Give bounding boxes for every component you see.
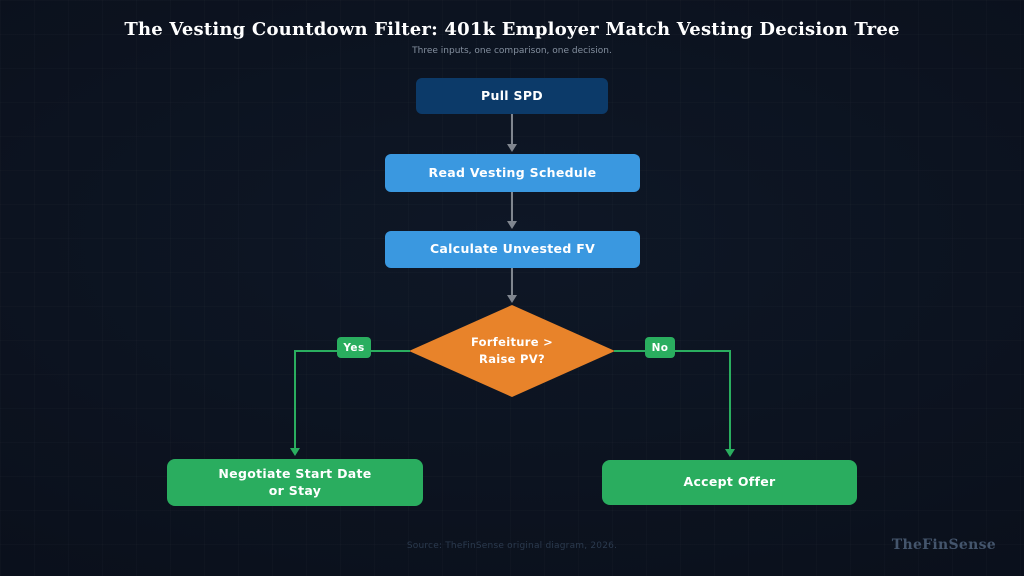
flow-node-calculate-unvested-fv-label: Calculate Unvested FV xyxy=(429,241,596,257)
decision-label-line1: Forfeiture > xyxy=(470,334,554,349)
connector-arrow-2 xyxy=(507,192,517,229)
source-attribution: Source: TheFinSense original diagram, 20… xyxy=(406,541,618,551)
flow-node-pull-spd: Pull SPD xyxy=(416,78,608,114)
flow-node-read-vesting-schedule: Read Vesting Schedule xyxy=(385,154,640,192)
no-branch-vertical-line xyxy=(725,350,735,457)
negotiate-label-line1: Negotiate Start Date xyxy=(218,465,372,481)
flow-node-read-vesting-schedule-label: Read Vesting Schedule xyxy=(428,164,597,180)
flow-node-pull-spd-label: Pull SPD xyxy=(481,87,543,103)
yes-branch-vertical-line xyxy=(290,350,300,456)
branch-label-yes-text: Yes xyxy=(343,341,365,354)
accept-offer-label: Accept Offer xyxy=(683,474,776,490)
flow-node-accept-offer: Accept Offer xyxy=(602,460,857,505)
brand-watermark: TheFinSense xyxy=(891,537,996,553)
flow-node-calculate-unvested-fv: Calculate Unvested FV xyxy=(385,231,640,268)
branch-label-yes: Yes xyxy=(337,337,371,358)
page-title: The Vesting Countdown Filter: 401k Emplo… xyxy=(124,19,900,40)
decision-diamond-forfeiture-vs-raise-pv: Forfeiture > Raise PV? xyxy=(409,305,615,397)
connector-arrow-1 xyxy=(507,114,517,152)
branch-label-no-text: No xyxy=(651,341,669,354)
flow-node-negotiate-start-date-or-stay: Negotiate Start Date or Stay xyxy=(167,459,423,506)
page-subtitle: Three inputs, one comparison, one decisi… xyxy=(412,46,612,56)
decision-label-line2: Raise PV? xyxy=(479,352,545,366)
negotiate-label-line2: or Stay xyxy=(268,482,322,498)
connector-arrow-3 xyxy=(507,268,517,303)
branch-label-no: No xyxy=(645,337,675,358)
